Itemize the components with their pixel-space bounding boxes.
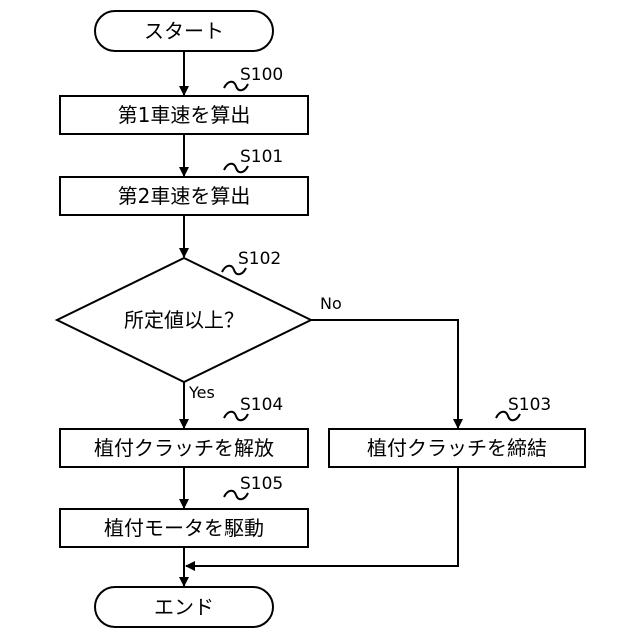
s104-label: 植付クラッチを解放 bbox=[94, 436, 274, 460]
start-terminator: スタート bbox=[95, 11, 273, 51]
s100-label: 第1車速を算出 bbox=[118, 103, 251, 127]
s101-step-label: S101 bbox=[240, 147, 283, 167]
s102-step-label: S102 bbox=[238, 249, 281, 269]
s103-label: 植付クラッチを締結 bbox=[367, 436, 547, 460]
s101-label: 第2車速を算出 bbox=[118, 184, 251, 208]
end-label: エンド bbox=[154, 595, 214, 619]
yes-branch-label: Yes bbox=[188, 383, 215, 402]
s105-label: 植付モータを駆動 bbox=[104, 516, 264, 540]
s103-step-label: S103 bbox=[508, 395, 551, 415]
s104-step-label: S104 bbox=[240, 395, 283, 415]
decision-s102: S102 所定値以上？ bbox=[57, 249, 311, 382]
start-label: スタート bbox=[144, 19, 224, 43]
s105-step-label: S105 bbox=[240, 474, 283, 494]
s102-label: 所定値以上？ bbox=[124, 308, 244, 332]
end-terminator: エンド bbox=[95, 587, 273, 627]
no-branch-label: No bbox=[320, 294, 342, 313]
s100-step-label: S100 bbox=[240, 65, 283, 85]
arrow-no-branch bbox=[311, 320, 458, 428]
